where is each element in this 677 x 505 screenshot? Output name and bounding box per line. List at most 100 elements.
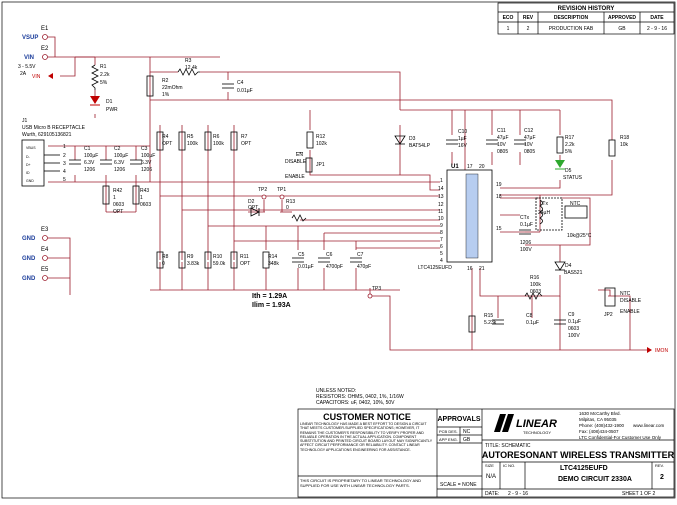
j1-pin-id: ID bbox=[26, 171, 30, 175]
jp2-ref: JP2 bbox=[604, 312, 613, 318]
rev-cell-eco: 1 bbox=[507, 26, 510, 32]
demo-circuit-number: DEMO CIRCUIT 2330A bbox=[558, 476, 632, 483]
r17-ref: R17 bbox=[565, 135, 574, 141]
resistor-r14: R14 348k bbox=[262, 251, 279, 269]
confidential-note: LTC Confidential-For Customer Use Only bbox=[579, 435, 662, 440]
ltx-ref: LTx bbox=[540, 201, 548, 207]
capacitor-c10: C10 1µF 16V bbox=[446, 129, 468, 149]
r3-value: 12.4k bbox=[185, 65, 198, 71]
c12-voltage: 10V bbox=[524, 142, 534, 148]
r43-value: 1 bbox=[140, 195, 143, 201]
u1-pin-19: 19 bbox=[496, 182, 502, 188]
jumper-jp2[interactable]: NTC DISABLE ENABLE JP2 bbox=[604, 287, 642, 318]
r1-ref: R1 bbox=[100, 64, 107, 70]
ic-no-label: IC NO. bbox=[503, 463, 515, 468]
j1-pin-num-5: 5 bbox=[63, 177, 66, 183]
c9-package: 0603 bbox=[568, 326, 579, 332]
u1-ref: U1 bbox=[451, 164, 459, 170]
c7-ref: C7 bbox=[357, 252, 364, 258]
d3-part: BAT54LP bbox=[409, 143, 431, 149]
c1-value: 100µF bbox=[84, 153, 98, 159]
r1-value: 2.2k bbox=[100, 72, 110, 78]
j1-pin-num-4: 4 bbox=[63, 169, 66, 175]
r16-package: 0603 bbox=[530, 289, 541, 295]
r9-ref: R9 bbox=[187, 254, 194, 260]
rev-header-rev: REV bbox=[523, 15, 534, 21]
r13-ref: R13 bbox=[286, 199, 295, 205]
led-d1: D1 PWR bbox=[90, 96, 118, 113]
r7-value: OPT bbox=[241, 141, 251, 147]
inductor-ltx: LTx 24µH bbox=[535, 197, 563, 231]
ctx-ref: CTx bbox=[520, 215, 530, 221]
resistor-r17: R17 2.2k 5% bbox=[556, 135, 575, 155]
ctx-voltage: 100V bbox=[520, 247, 532, 253]
pcb-des-value: NC bbox=[463, 429, 471, 435]
e1-ref: E1 bbox=[41, 26, 49, 32]
resistor-r8: R8 0 bbox=[156, 251, 169, 269]
customer-notice-text: LINEAR TECHNOLOGY HAS MADE A BEST EFFORT… bbox=[300, 422, 433, 452]
capacitor-c11: C11 47µF 10V 0805 bbox=[486, 128, 509, 155]
r4-value: OPT bbox=[162, 141, 172, 147]
diode-d2: D2 OPT bbox=[248, 199, 260, 217]
jp1-disable: DISABLE bbox=[285, 159, 307, 165]
rev-header-approved: APPROVED bbox=[608, 15, 636, 21]
resistor-r2: R2 22mOhm 1% bbox=[146, 75, 183, 98]
c2-package: 1206 bbox=[114, 167, 125, 173]
c1-ref: C1 bbox=[84, 146, 91, 152]
title-label: TITLE: SCHEMATIC bbox=[485, 443, 531, 449]
resistor-r11: R11 OPT bbox=[230, 251, 250, 269]
pcb-des-label: PCB DES. bbox=[439, 429, 458, 434]
logo-text: LINEAR bbox=[516, 418, 557, 430]
ilim-value: Ilim = 1.93A bbox=[252, 302, 291, 309]
r3-ref: R3 bbox=[185, 58, 192, 64]
rev-cell-description: PRODUCTION FAB bbox=[549, 26, 594, 32]
j1-pin-num-1: 1 bbox=[63, 144, 66, 150]
r5-value: 100k bbox=[187, 141, 198, 147]
resistor-r9: R9 3.83k bbox=[178, 251, 200, 269]
c3-value: 100µF bbox=[141, 153, 155, 159]
jp2-disable: DISABLE bbox=[620, 298, 642, 304]
u1-pin-9: 9 bbox=[440, 223, 443, 229]
r15-value: 5.23k bbox=[484, 320, 497, 326]
diode-d3: D3 BAT54LP bbox=[394, 135, 431, 149]
d4-part: BAS521 bbox=[564, 270, 583, 276]
ltx-value: 24µH bbox=[538, 210, 550, 216]
ntc-ref: NTC bbox=[570, 201, 581, 207]
testpoint-tp3[interactable]: TP3 bbox=[367, 286, 381, 299]
testpoint-tp1[interactable]: TP1 bbox=[277, 187, 286, 200]
r42-ref: R42 bbox=[113, 188, 122, 194]
logo-subtext: TECHNOLOGY bbox=[523, 430, 551, 435]
d3-ref: D3 bbox=[409, 136, 416, 142]
r2-ref: R2 bbox=[162, 78, 169, 84]
resistor-r18: R18 10k bbox=[608, 135, 629, 157]
resistor-r4: R4 OPT bbox=[156, 131, 172, 151]
r16-ref: R16 bbox=[530, 275, 539, 281]
u1-pin-15: 15 bbox=[496, 226, 502, 232]
u1-pin-6: 6 bbox=[440, 244, 443, 250]
resistor-r7: R7 OPT bbox=[230, 131, 251, 151]
jumper-jp1[interactable]: JP1 EN DISABLE ENABLE bbox=[285, 152, 325, 180]
r10-ref: R10 bbox=[213, 254, 222, 260]
r16-value: 100k bbox=[530, 282, 541, 288]
capacitor-c2: C2 100µF 6.3V 1206 bbox=[100, 146, 128, 173]
led-d5: D5 STATUS bbox=[555, 160, 583, 181]
r11-ref: R11 bbox=[240, 254, 249, 260]
r42-opt: OPT bbox=[113, 209, 123, 215]
e3-net: GND bbox=[22, 236, 36, 242]
ith-value: Ith = 1.29A bbox=[252, 293, 287, 300]
tp3-label: TP3 bbox=[372, 286, 381, 292]
d1-label: PWR bbox=[106, 107, 118, 113]
testpoint-tp2[interactable]: TP2 bbox=[258, 187, 267, 200]
resistor-r3: R3 12.4k bbox=[177, 58, 200, 76]
j1-pin-num-2: 2 bbox=[63, 153, 66, 159]
c12-value: 47µF bbox=[524, 135, 536, 141]
capacitor-ctx: CTx 0.1µF 1206 100V bbox=[519, 215, 533, 253]
e3-ref: E3 bbox=[41, 227, 49, 233]
approvals-title: APPROVALS bbox=[437, 416, 480, 423]
c6-value: 4700pF bbox=[326, 264, 343, 270]
j1-desc: USB Micro B RECEPTACLE bbox=[22, 125, 86, 131]
j1-ref: J1 bbox=[22, 118, 28, 124]
size-label: SIZE bbox=[485, 463, 494, 468]
imon-arrow-icon bbox=[647, 347, 652, 353]
